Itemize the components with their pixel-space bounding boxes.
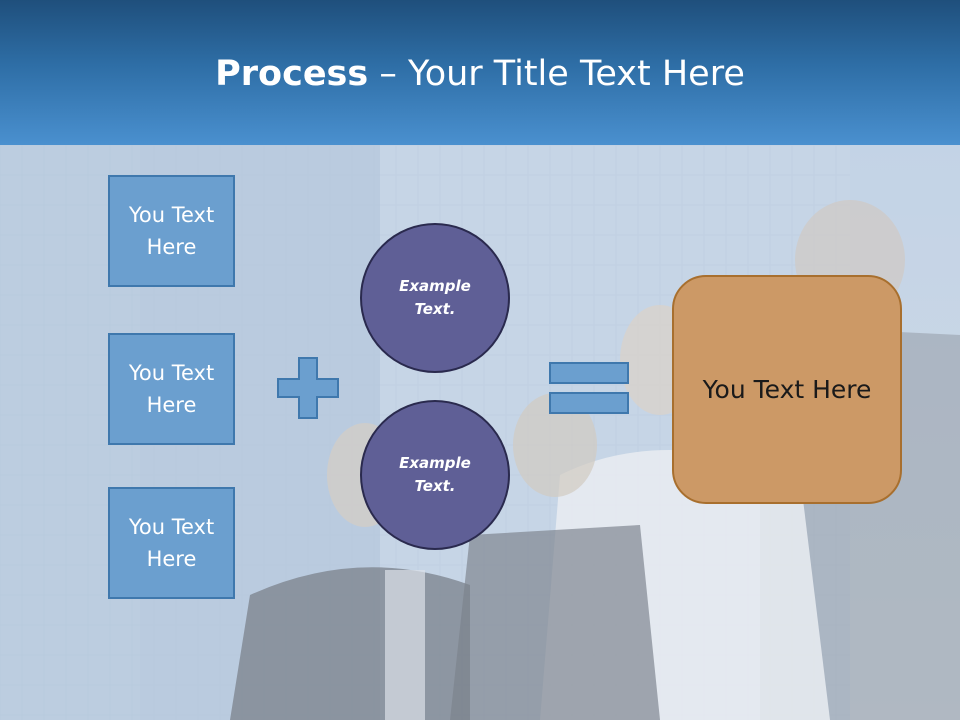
input-box-text: You Text Here <box>128 515 215 571</box>
slide-title: Process – Your Title Text Here <box>0 52 960 96</box>
input-box-2[interactable]: You Text Here <box>108 333 235 445</box>
input-box-text: You Text Here <box>128 361 215 417</box>
equals-icon <box>549 362 629 414</box>
result-box[interactable]: You Text Here <box>672 275 902 504</box>
title-rest: – Your Title Text Here <box>368 54 745 94</box>
result-text: You Text Here <box>702 374 872 404</box>
input-box-3[interactable]: You Text Here <box>108 487 235 599</box>
title-bold: Process <box>215 54 369 94</box>
example-circle-2[interactable]: Example Text. <box>360 400 510 550</box>
input-box-text: You Text Here <box>128 203 215 259</box>
circle-text: Example Text. <box>399 277 471 318</box>
circle-text: Example Text. <box>399 454 471 495</box>
input-box-1[interactable]: You Text Here <box>108 175 235 287</box>
title-bar <box>0 0 960 145</box>
example-circle-1[interactable]: Example Text. <box>360 223 510 373</box>
plus-icon <box>277 357 339 419</box>
